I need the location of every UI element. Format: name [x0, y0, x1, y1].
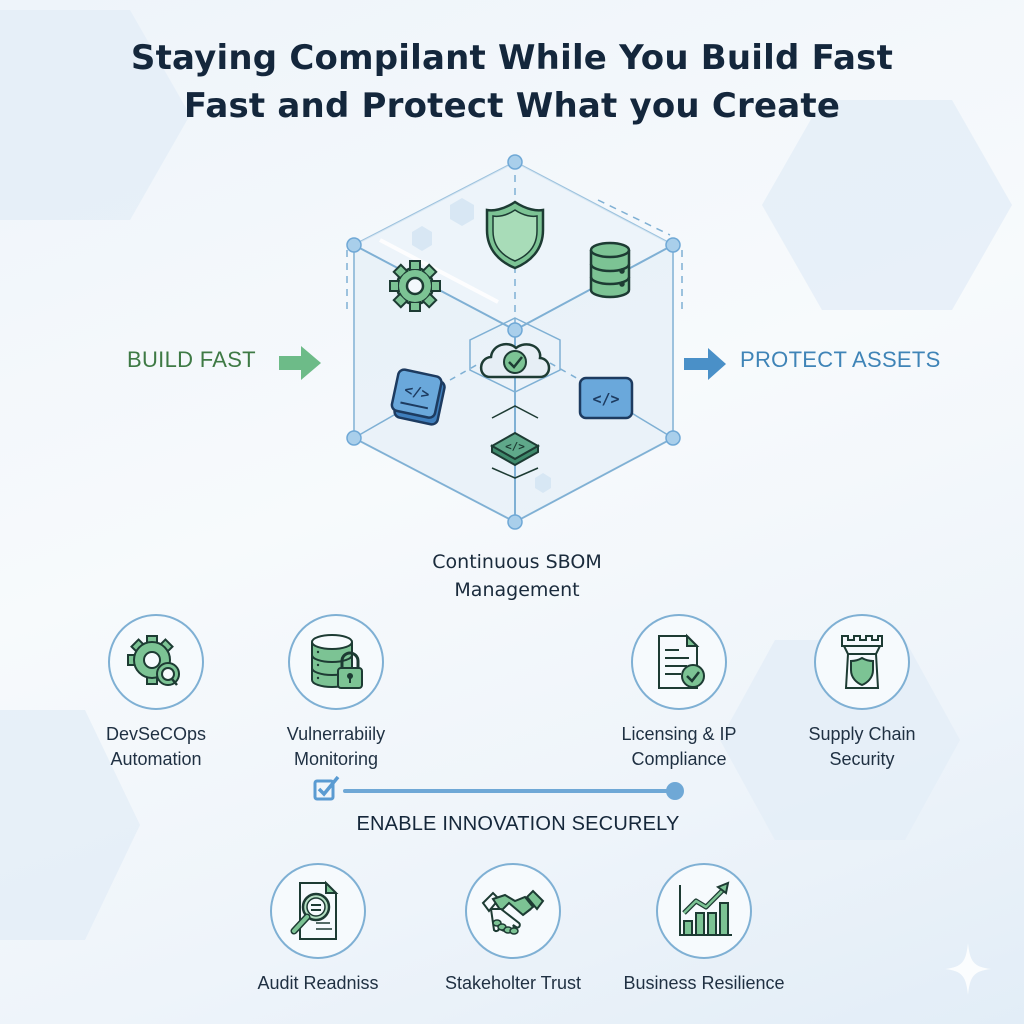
feature-label: Business Resilience — [623, 973, 785, 993]
svg-text:</>: </> — [403, 382, 431, 403]
background-hexagon-bottom-left — [0, 710, 140, 940]
feature-devsecops-automation: DevSeCOps Automation — [56, 614, 256, 772]
growth-chart-icon — [679, 881, 732, 936]
arrow-right-icon — [684, 348, 726, 380]
document-check-icon — [658, 633, 705, 689]
feature-icon-circle — [631, 614, 727, 710]
feature-label-line-2: Monitoring — [293, 749, 379, 769]
feature-label-line-1: DevSeCOps — [105, 724, 207, 744]
feature-icon-circle — [656, 863, 752, 959]
feature-supply-chain-security: Supply Chain Security — [762, 614, 962, 772]
svg-text:</>: </> — [505, 440, 525, 453]
document-magnifier-icon — [290, 880, 339, 940]
sbom-hub-diagram: </> </> </> — [346, 154, 683, 530]
database-lock-icon — [311, 634, 363, 689]
handshake-icon — [481, 889, 545, 935]
database-icon — [589, 241, 631, 299]
feature-vulnerability-monitoring: Vulnerrabiily Monitoring — [236, 614, 436, 772]
feature-icon-circle — [465, 863, 561, 959]
tower-shield-icon — [841, 635, 883, 689]
code-terminal-icon: </> — [390, 368, 446, 426]
gear-search-icon — [127, 635, 180, 686]
code-chip-icon: </> — [489, 405, 541, 479]
feature-icon-circle — [270, 863, 366, 959]
page-title: Staying Compilant While You Build Fast F… — [0, 34, 1024, 130]
innovation-progress-line — [313, 775, 684, 801]
feature-business-resilience: Business Resilience — [604, 863, 804, 996]
hub-caption: Continuous SBOM Management — [380, 548, 654, 604]
gear-icon — [389, 260, 441, 312]
feature-licensing-ip-compliance: Licensing & IP Compliance — [579, 614, 779, 772]
hub-caption-line-2: Management — [454, 579, 580, 601]
feature-icon-circle — [288, 614, 384, 710]
hub-caption-line-1: Continuous SBOM — [432, 551, 602, 573]
build-fast-label: BUILD FAST — [127, 347, 256, 372]
feature-label-line-2: Compliance — [631, 749, 727, 769]
feature-label-line-1: Licensing & IP — [621, 724, 737, 744]
feature-label: Supply Chain Security — [762, 722, 962, 772]
feature-label-line-2: Security — [829, 749, 895, 769]
feature-label-line-1: Supply Chain — [808, 724, 916, 744]
svg-text:</>: </> — [592, 390, 619, 408]
feature-label-line-1: Vulnerrabiily — [286, 724, 386, 744]
feature-label: Audit Readniss — [257, 973, 379, 993]
feature-label: Stakeholter Trust — [444, 973, 582, 993]
feature-label: Vulnerrabiily Monitoring — [236, 722, 436, 772]
code-icon: </> — [578, 376, 634, 420]
background-hexagon-left — [0, 10, 190, 220]
cloud-check-icon — [469, 317, 561, 393]
arrow-right-icon — [279, 346, 321, 380]
shield-icon — [485, 200, 545, 270]
feature-icon-circle — [814, 614, 910, 710]
feature-icon-circle — [108, 614, 204, 710]
feature-audit-readiness: Audit Readniss — [218, 863, 418, 996]
checkbox-checked-icon — [313, 775, 340, 801]
feature-label-line-2: Automation — [110, 749, 202, 769]
feature-label: Licensing & IP Compliance — [579, 722, 779, 772]
title-line-1: Staying Compilant While You Build Fast — [130, 38, 894, 78]
enable-innovation-label: ENABLE INNOVATION SECURELY — [356, 813, 680, 835]
sparkle-icon — [945, 943, 991, 995]
feature-label: DevSeCOps Automation — [56, 722, 256, 772]
feature-stakeholder-trust: Stakeholter Trust — [413, 863, 613, 996]
protect-assets-label: PROTECT ASSETS — [740, 347, 941, 372]
background-hexagon-right — [762, 100, 1012, 310]
title-line-2: Fast and Protect What you Create — [183, 86, 841, 126]
